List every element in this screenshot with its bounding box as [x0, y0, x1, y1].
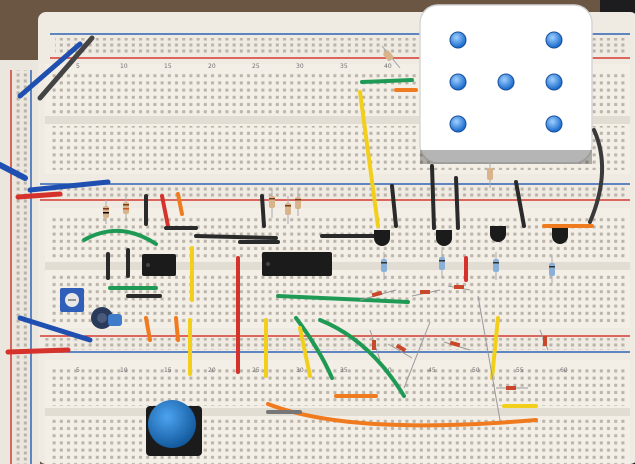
potentiometer [60, 288, 84, 312]
push-button [146, 400, 202, 456]
jumper-wires [0, 35, 604, 428]
column-number: 35 [340, 367, 348, 374]
column-number: 25 [252, 63, 260, 70]
column-number: 55 [516, 367, 524, 374]
column-number: 20 [208, 63, 216, 70]
blue-led [545, 31, 563, 49]
column-number: 20 [208, 367, 216, 374]
blue-led [497, 73, 515, 91]
column-number: 25 [252, 367, 260, 374]
middle-power-rail [40, 183, 630, 201]
led-die-display [419, 4, 593, 164]
column-number: 10 [120, 367, 128, 374]
blue-led [449, 31, 467, 49]
column-number: 15 [164, 63, 172, 70]
column-number: 35 [340, 63, 348, 70]
column-number: 10 [120, 63, 128, 70]
column-number: 60 [560, 367, 568, 374]
resistors [103, 45, 555, 284]
column-number: 50 [472, 367, 480, 374]
capacitor [91, 307, 122, 329]
column-number: 30 [296, 63, 304, 70]
column-number: 15 [164, 367, 172, 374]
diodes [359, 285, 549, 421]
blue-led [449, 115, 467, 133]
column-number: 5 [76, 367, 80, 374]
blue-led [449, 73, 467, 91]
column-number: 5 [76, 63, 80, 70]
column-number: 45 [428, 367, 436, 374]
integrated-circuits [142, 252, 332, 276]
blue-led [545, 115, 563, 133]
transistors [374, 226, 568, 246]
column-number: 30 [296, 367, 304, 374]
left-power-rail-strip [0, 60, 40, 464]
blue-led [545, 73, 563, 91]
column-number: 40 [384, 63, 392, 70]
lower-power-rail [40, 335, 630, 353]
